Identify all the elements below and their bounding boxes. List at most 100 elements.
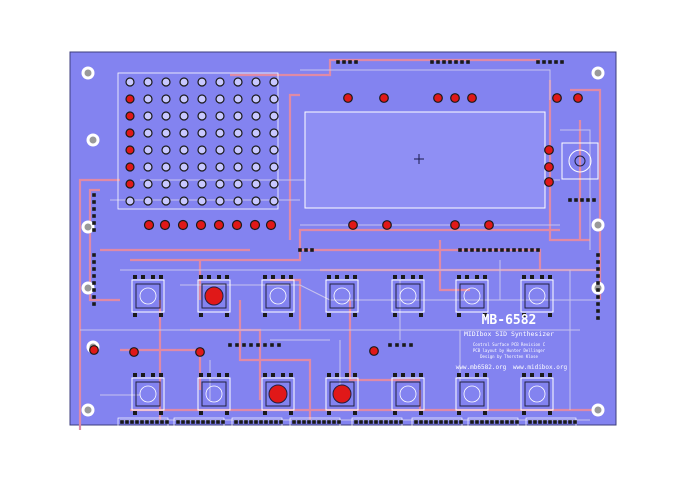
copper-trace <box>180 284 331 301</box>
button-pad <box>263 373 267 377</box>
led-lit <box>159 219 171 231</box>
header-pin <box>92 207 96 211</box>
header-pin <box>553 420 557 424</box>
button-pad <box>419 373 423 377</box>
led-footprint <box>251 111 261 121</box>
led-footprint <box>125 196 135 206</box>
led-lit <box>484 220 494 230</box>
header-pin <box>442 60 446 64</box>
header-pin <box>596 274 600 278</box>
header-pin <box>92 253 96 257</box>
header-pin <box>388 343 392 347</box>
led-footprint <box>179 111 189 121</box>
led-footprint <box>215 179 225 189</box>
led-lit <box>433 93 443 103</box>
header-pin <box>234 420 238 424</box>
button-cap <box>528 385 546 403</box>
button-pad <box>393 411 397 415</box>
header-pin <box>414 420 418 424</box>
header-pin <box>125 420 129 424</box>
button-pad <box>207 373 211 377</box>
mounting-hole <box>594 221 602 229</box>
button-pad <box>225 411 229 415</box>
button-outline <box>391 377 425 411</box>
header-pin <box>500 420 504 424</box>
header-pin <box>92 288 96 292</box>
led-footprint <box>269 162 279 172</box>
header-pin <box>506 248 510 252</box>
header-pin <box>429 420 433 424</box>
header-pin <box>482 248 486 252</box>
led-footprint <box>233 94 243 104</box>
led-footprint <box>233 128 243 138</box>
led-footprint <box>143 94 153 104</box>
led-lit <box>573 93 583 103</box>
header-pin <box>554 60 558 64</box>
header-pin <box>548 420 552 424</box>
led-lit <box>125 111 135 121</box>
button-pad <box>522 373 526 377</box>
header-pin <box>419 420 423 424</box>
led-lit <box>343 93 353 103</box>
credit-line-2: PCB layout by Hunter Dellinger <box>473 348 546 353</box>
button-pad <box>289 313 293 317</box>
button-pad <box>133 313 137 317</box>
header-pin <box>92 281 96 285</box>
button-pad <box>327 313 331 317</box>
button-pad <box>345 373 349 377</box>
button-pad <box>217 373 221 377</box>
led-footprint <box>179 162 189 172</box>
header-pin <box>228 343 232 347</box>
header-pin <box>524 248 528 252</box>
header-pin <box>374 420 378 424</box>
header-pin <box>454 420 458 424</box>
led-footprint <box>251 94 261 104</box>
button-pad <box>263 275 267 279</box>
header-pin <box>337 420 341 424</box>
led-lit <box>467 93 477 103</box>
button-pad <box>548 275 552 279</box>
button-pad <box>159 411 163 415</box>
copper-trace <box>230 58 540 77</box>
button-pad <box>217 275 221 279</box>
header-pin <box>92 214 96 218</box>
header-pin <box>449 420 453 424</box>
led-lit <box>265 219 277 231</box>
header-pin <box>269 420 273 424</box>
header-pin <box>596 295 600 299</box>
copper-trace <box>88 188 120 302</box>
button-body <box>329 283 355 309</box>
header-pin <box>542 60 546 64</box>
button-led <box>268 384 288 404</box>
button-pad <box>345 275 349 279</box>
button-body <box>395 283 421 309</box>
led-lit <box>89 345 99 355</box>
copper-trace <box>78 178 120 430</box>
header-pin <box>130 420 134 424</box>
header-pin <box>354 420 358 424</box>
button-pad <box>540 373 544 377</box>
button-pad <box>522 313 526 317</box>
header-pin <box>312 420 316 424</box>
led-footprint <box>215 77 225 87</box>
header-pin <box>249 343 253 347</box>
button-pad <box>483 373 487 377</box>
header-pin <box>342 60 346 64</box>
led-lit <box>125 162 135 172</box>
header-pin <box>458 248 462 252</box>
website-url-left: www.mb6582.org <box>456 364 507 371</box>
led-lit <box>125 179 135 189</box>
header-pin <box>573 420 577 424</box>
led-lit <box>544 145 554 155</box>
header-pin <box>596 260 600 264</box>
header-pin <box>364 420 368 424</box>
header-pin <box>485 420 489 424</box>
copper-trace <box>288 93 300 240</box>
button-pad <box>199 313 203 317</box>
header-pin <box>336 60 340 64</box>
button-pad <box>159 275 163 279</box>
header-pin <box>359 420 363 424</box>
header-pin <box>596 316 600 320</box>
header-pin <box>92 295 96 299</box>
website-url-right: www.midibox.org <box>513 364 568 371</box>
